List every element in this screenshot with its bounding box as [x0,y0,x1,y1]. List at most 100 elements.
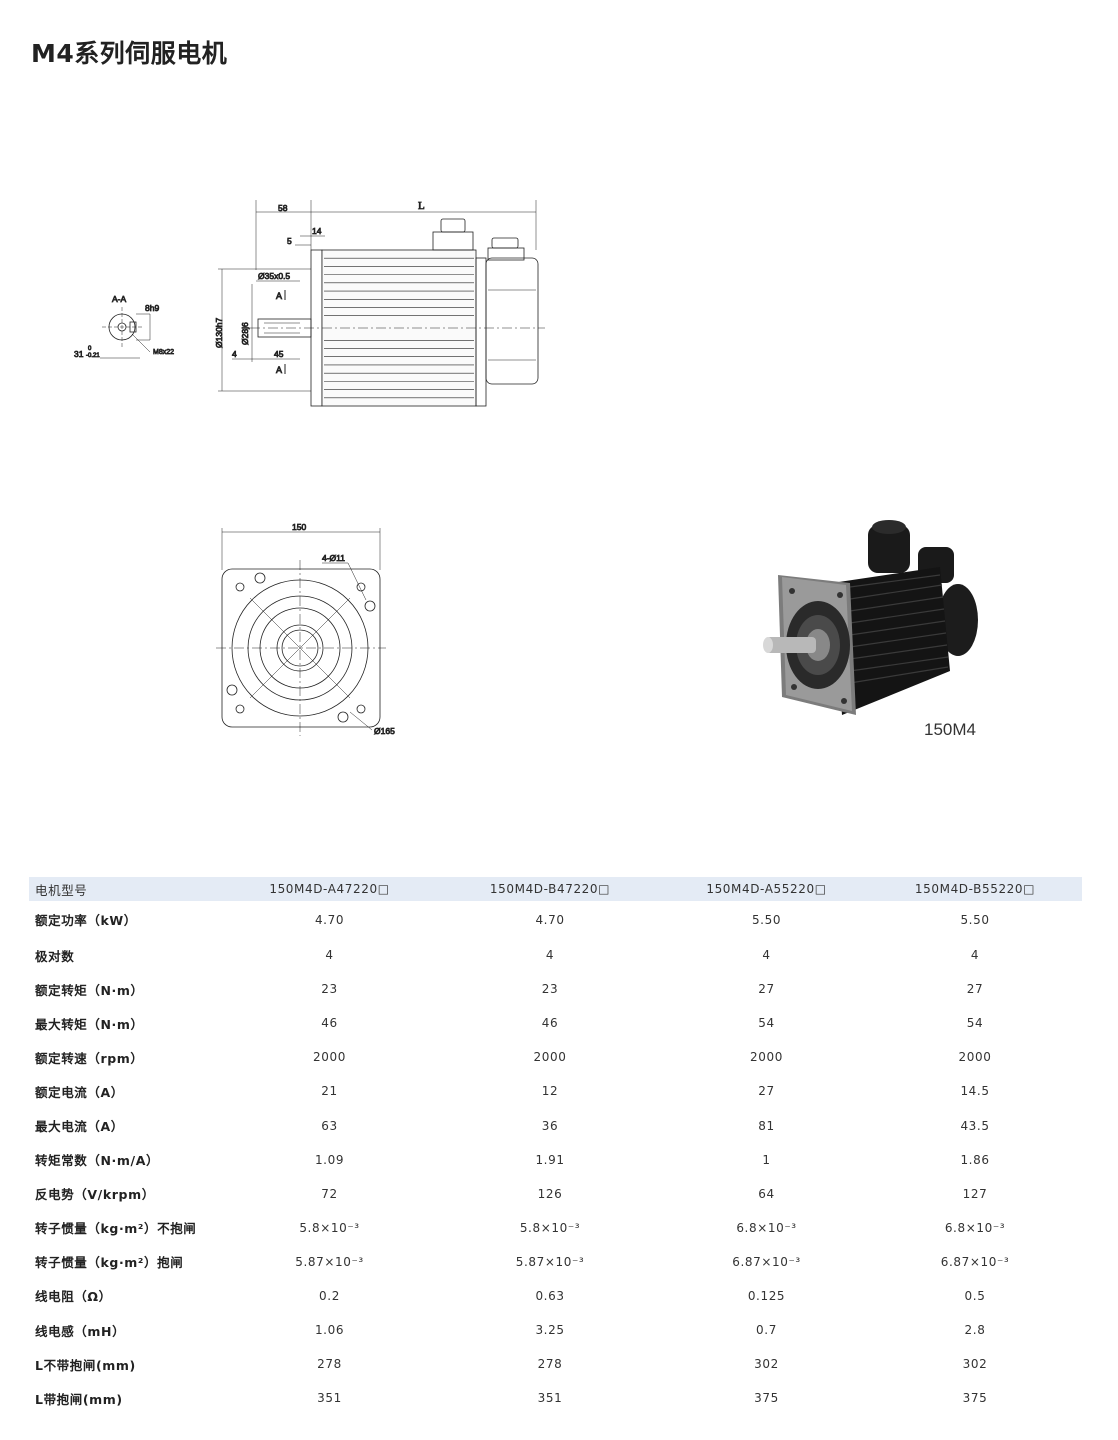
section-mark-top: A [276,291,282,301]
header-model: 150M4D-B55220□ [914,882,1036,896]
dim-5: 5 [287,236,292,246]
row-label: 极对数 [35,948,75,964]
row-value: 72 [321,1186,338,1201]
row-value: 5.50 [751,912,782,927]
power-connector [432,231,474,251]
dim-35: Ø35x0.5 [258,271,290,281]
dim-4: 4 [232,349,237,359]
row-value: 4.70 [314,912,345,927]
row-value: 0.63 [535,1288,565,1303]
key-width-label: 8h9 [145,303,159,313]
row-value: 46 [321,1016,338,1031]
row-label: 额定转速（rpm） [35,1050,144,1066]
row-value: 351 [317,1391,342,1406]
front-view-drawing: 150 4-Ø11 Ø165 [216,522,395,736]
row-label: 转子惯量（kg·m²）抱闸 [35,1255,184,1271]
row-value: 12 [541,1084,559,1099]
dim-pcd: Ø165 [374,726,395,736]
row-value: 5.50 [960,912,990,927]
dim-150: 150 [292,522,306,532]
header-label: 电机型号 [35,882,88,898]
row-value: 0.125 [747,1288,786,1303]
row-label: 额定转矩（N·m） [35,982,144,998]
header-model: 150M4D-A47220□ [269,882,390,896]
row-value: 2.8 [964,1323,986,1338]
row-label: L带抱闸(mm) [35,1391,123,1407]
row-value: 43.5 [960,1118,990,1133]
header-model: 150M4D-A55220□ [706,882,827,896]
row-value: 1 [762,1152,771,1167]
row-label: 额定电流（A） [35,1084,124,1100]
table-row: 额定转速（rpm） 2000 2000 2000 2000 [29,1040,1082,1074]
row-label: 线电感（mH） [35,1323,126,1339]
row-value: 54 [758,1016,775,1031]
dim-58: 58 [278,203,288,213]
row-value: 375 [962,1391,988,1406]
row-value: 0.7 [756,1323,777,1338]
row-value: 14.5 [960,1084,990,1099]
row-value: 126 [537,1186,563,1201]
row-value: 2000 [533,1050,567,1065]
dim-130: Ø130h7 [214,317,224,348]
row-value: 23 [321,982,338,997]
row-value: 6.8×10⁻³ [736,1220,797,1235]
row-value: 2000 [750,1050,783,1065]
section-mark-bottom: A [276,365,282,375]
row-value: 351 [537,1391,563,1406]
dim-holes: 4-Ø11 [322,553,345,563]
row-value: 23 [541,982,559,997]
row-value: 4 [970,948,980,963]
row-value: 4 [545,948,555,963]
row-value: 2000 [958,1050,992,1065]
row-value: 54 [966,1016,984,1031]
dim-45: 45 [274,349,284,359]
section-label: A-A [112,294,127,304]
table-row: 转子惯量（kg·m²）抱闸 5.87×10⁻³ 5.87×10⁻³ 6.87×10⁻³… [29,1245,1082,1279]
row-value: 6.87×10⁻³ [940,1254,1010,1269]
row-label: 线电阻（Ω） [35,1289,112,1305]
key-depth-label: 31 [74,349,84,359]
row-value: 6.87×10⁻³ [732,1254,801,1269]
row-label: 反电势（V/krpm） [35,1187,155,1203]
table-row: 线电阻（Ω） 0.2 0.63 0.125 0.5 [29,1279,1082,1313]
dim-length: L [418,200,425,212]
row-value: 81 [758,1118,775,1133]
row-value: 375 [754,1391,779,1406]
key-tol-upper: 0 [88,346,92,352]
row-value: 1.06 [314,1323,345,1338]
shaft [257,318,312,338]
row-value: 5.8×10⁻³ [299,1220,360,1235]
thread-label: M8x22 [153,349,174,356]
row-value: 278 [537,1357,563,1372]
row-value: 21 [321,1084,338,1099]
row-value: 0.5 [964,1288,986,1303]
row-value: 36 [541,1118,559,1133]
spec-table: 电机型号 150M4D-A47220□ 150M4D-B47220□ 150M4… [29,877,1082,1415]
row-value: 1.91 [535,1152,565,1167]
table-row: 额定转矩（N·m） 23 23 27 27 [29,972,1082,1006]
row-value: 5.87×10⁻³ [515,1254,585,1269]
row-value: 27 [966,982,984,997]
row-value: 27 [758,982,775,997]
row-value: 5.87×10⁻³ [295,1254,364,1269]
motor-photo [763,520,978,715]
page-title: M4系列伺服电机 [31,39,228,68]
row-value: 278 [317,1357,342,1372]
row-label: 最大电流（A） [35,1119,124,1135]
row-value: 2000 [313,1050,346,1065]
row-value: 1.09 [314,1152,345,1167]
table-header-row: 电机型号 150M4D-A47220□ 150M4D-B47220□ 150M4… [29,877,1082,901]
row-label: 最大转矩（N·m） [35,1016,144,1032]
row-value: 1.86 [960,1152,990,1167]
row-label: 转子惯量（kg·m²）不抱闸 [35,1221,197,1237]
row-value: 0.2 [319,1288,340,1303]
row-value: 64 [758,1186,775,1201]
row-value: 4 [762,948,771,963]
